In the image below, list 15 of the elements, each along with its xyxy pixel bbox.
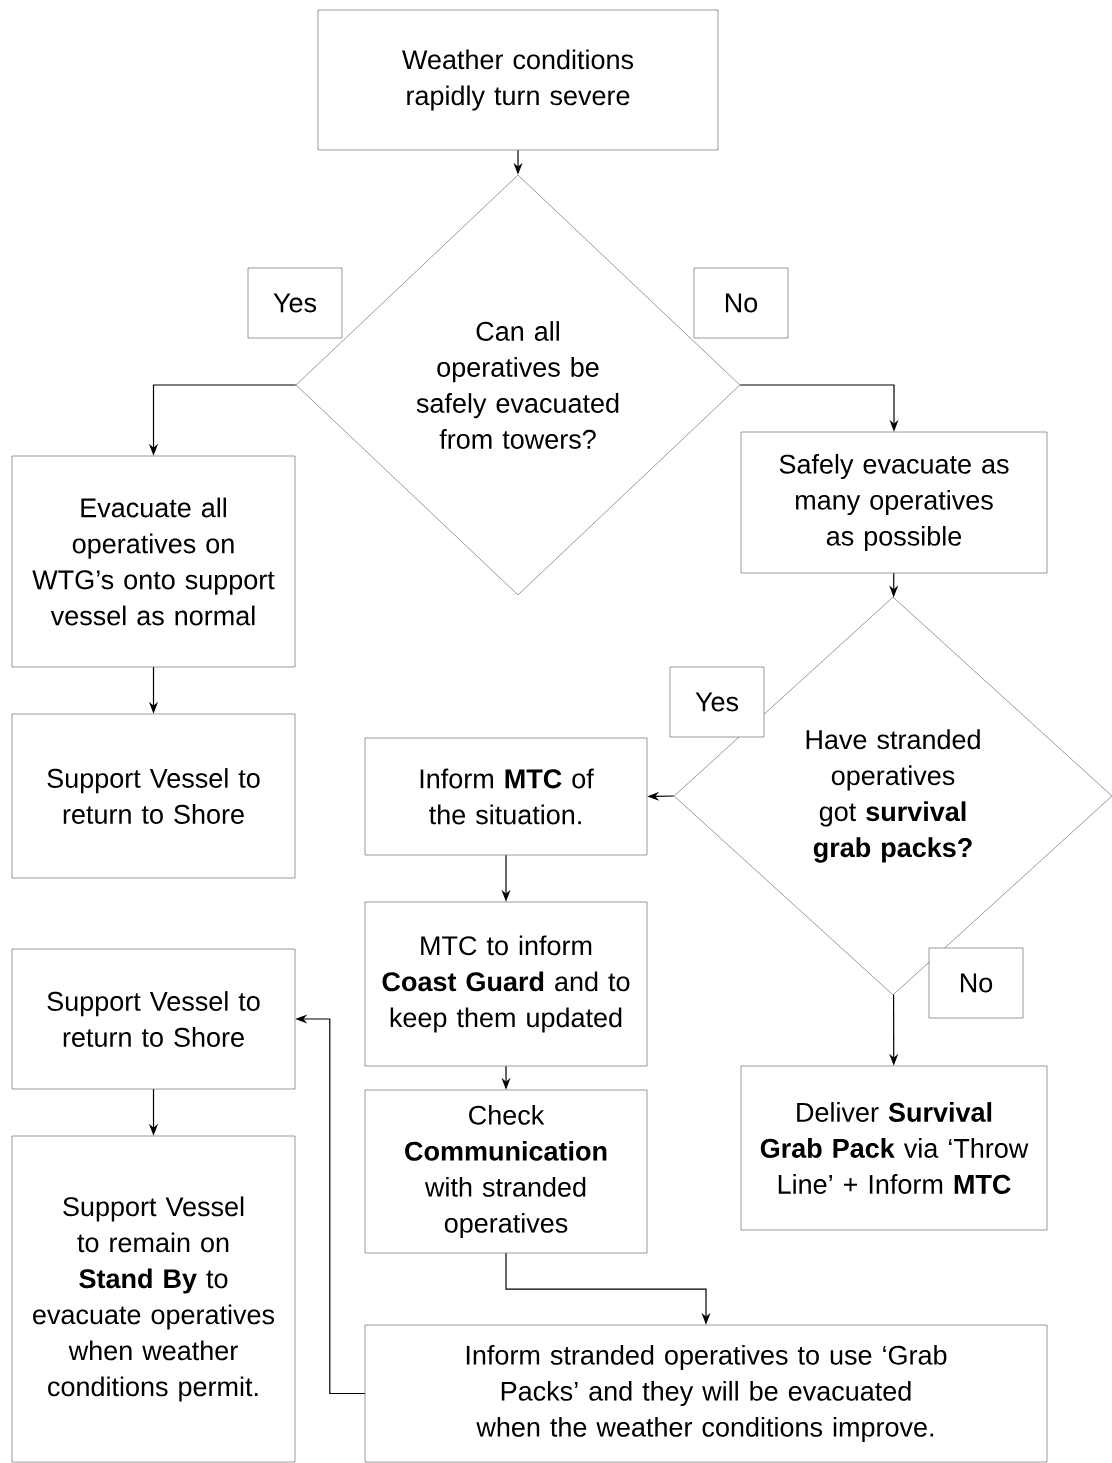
process-box: Support Vessel to remain on Stand By to evacuate operatives when weather conditions permit. bbox=[11, 1135, 296, 1463]
process-box: Inform stranded operatives to use ‘Grab Packs’ and they will be evacuated when the weather conditions improve. bbox=[364, 1324, 1048, 1463]
process-box: Evacuate all operatives on WTG’s onto support vessel as normal bbox=[11, 455, 296, 668]
answer-box: Yes bbox=[669, 666, 765, 738]
process-box: Inform MTC of the situation. bbox=[364, 737, 648, 856]
answer-box: No bbox=[928, 947, 1024, 1019]
process-box: Safely evacuate as many operatives as possible bbox=[740, 431, 1048, 574]
process-box: Deliver Survival Grab Pack via ‘Throw Line’ + Inform MTC bbox=[740, 1065, 1048, 1231]
process-box: Support Vessel to return to Shore bbox=[11, 948, 296, 1090]
process-box: Weather conditions rapidly turn severe bbox=[317, 9, 719, 151]
process-box: MTC to inform Coast Guard and to keep them updated bbox=[364, 901, 648, 1067]
answer-box: Yes bbox=[247, 267, 343, 339]
process-box: Check Communication with stranded operatives bbox=[364, 1089, 648, 1254]
process-box: Support Vessel to return to Shore bbox=[11, 713, 296, 879]
answer-box: No bbox=[693, 267, 789, 339]
